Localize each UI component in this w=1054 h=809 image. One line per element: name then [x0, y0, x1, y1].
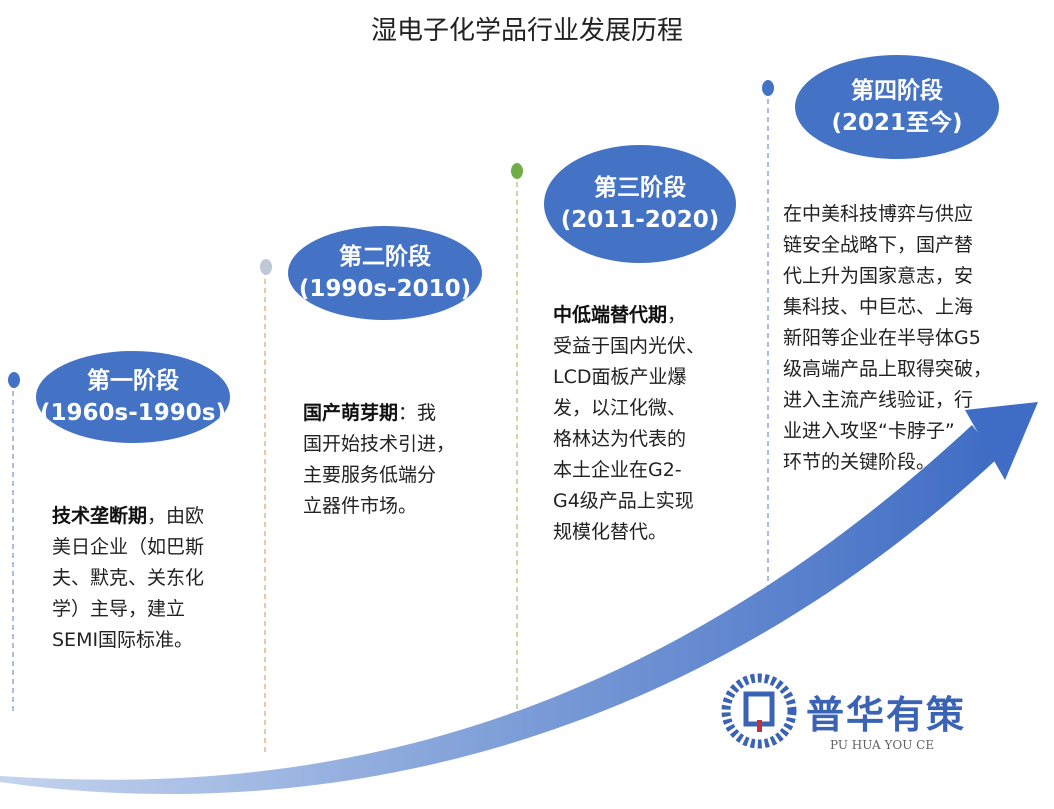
- stage-2-description: 国产萌芽期：我国开始技术引进， 主要服务低端分立器件市场。: [303, 398, 455, 522]
- stage-2-badge: 第二阶段 (1990s-2010): [288, 226, 482, 320]
- stage-period: (1990s-2010): [298, 276, 472, 302]
- description-text: ，由欧: [147, 505, 205, 527]
- description-line: 在中美科技博弈与供应: [783, 199, 992, 230]
- description-line: 级高端产品上取得突破，: [783, 354, 992, 385]
- description-line: 受益于国内光伏、: [553, 331, 705, 362]
- description-text: 发，以江化微、: [553, 397, 687, 419]
- description-line: 国产萌芽期：我: [303, 398, 455, 429]
- timeline-dot-2: [260, 259, 272, 275]
- stage-3-description: 中低端替代期， 受益于国内光伏、 LCD面板产业爆发，以江化微、格林达为代表的本土企…: [553, 300, 705, 548]
- description-line: 链安全战略下，国产替: [783, 230, 992, 261]
- description-line: SEMI国际标准。: [52, 625, 204, 656]
- stage-1-badge: 第一阶段 (1960s-1990s): [36, 351, 230, 443]
- stage-4-description: 在中美科技博弈与供应链安全战略下，国产替代上升为国家意志，安集科技、中巨芯、上海…: [783, 199, 992, 478]
- description-text: SEMI国际标准。: [52, 629, 194, 651]
- description-text: 学）主导，建立: [52, 598, 186, 620]
- description-text: 主要服务低端分: [303, 464, 437, 486]
- description-line: 国开始技术引进，: [303, 429, 455, 460]
- timeline-dot-3: [511, 163, 523, 179]
- stage-name: 第二阶段: [339, 244, 431, 270]
- description-text: 规模化替代。: [553, 521, 668, 543]
- watermark-logo: 普华有策 PU HUA YOU CE: [720, 672, 967, 752]
- description-line: LCD面板产业爆: [553, 362, 705, 393]
- description-text: 新阳等企业在半导体G5: [783, 327, 981, 349]
- description-text: 代上升为国家意志，安: [783, 265, 974, 287]
- description-text: G4级产品上实现: [553, 490, 694, 512]
- description-text: 格林达为代表的: [553, 428, 687, 450]
- description-text: 进入主流产线验证，行: [783, 389, 974, 411]
- description-highlight: 国产萌芽期: [303, 402, 399, 424]
- stage-period: (1960s-1990s): [40, 400, 226, 426]
- description-text: 链安全战略下，国产替: [783, 234, 974, 256]
- logo-emblem-icon: [721, 673, 797, 749]
- description-line: 代上升为国家意志，安: [783, 261, 992, 292]
- description-highlight: 技术垄断期: [52, 505, 148, 527]
- growth-arrow-head: [965, 402, 1038, 480]
- stage-period: (2011-2020): [560, 207, 720, 233]
- description-text: 级高端产品上取得突破，: [783, 358, 993, 380]
- stage-4-badge: 第四阶段 (2021至今): [795, 55, 999, 159]
- description-line: 美日企业（如巴斯: [52, 532, 204, 563]
- description-line: 中低端替代期，: [553, 300, 705, 331]
- description-text: 在中美科技博弈与供应: [783, 203, 974, 225]
- watermark-name: 普华有策: [806, 692, 967, 737]
- description-text: 业进入攻坚“卡脖子”: [783, 420, 955, 442]
- description-text: 本土企业在G2-: [553, 459, 682, 481]
- timeline-dot-1: [8, 372, 20, 388]
- description-line: 业进入攻坚“卡脖子”: [783, 416, 992, 447]
- description-text: 环节的关键阶段。: [783, 451, 936, 473]
- stage-name: 第四阶段: [851, 78, 943, 104]
- description-line: 主要服务低端分: [303, 460, 455, 491]
- description-text: 国开始技术引进，: [303, 433, 456, 455]
- description-line: 集科技、中巨芯、上海: [783, 292, 992, 323]
- description-text: 立器件市场。: [303, 495, 418, 517]
- description-line: 新阳等企业在半导体G5: [783, 323, 992, 354]
- description-line: G4级产品上实现: [553, 486, 705, 517]
- description-line: 格林达为代表的: [553, 424, 705, 455]
- diagram-title: 湿电子化学品行业发展历程: [370, 16, 683, 46]
- growth-arrow-body: [0, 425, 998, 795]
- description-line: 规模化替代。: [553, 517, 705, 548]
- description-line: 本土企业在G2-: [553, 455, 705, 486]
- description-highlight: 中低端替代期: [553, 304, 668, 326]
- description-text: 美日企业（如巴斯: [52, 536, 205, 558]
- description-text: ，: [667, 304, 687, 326]
- watermark-subtitle: PU HUA YOU CE: [830, 738, 935, 752]
- description-line: 立器件市场。: [303, 491, 455, 522]
- description-line: 学）主导，建立: [52, 594, 204, 625]
- description-text: 集科技、中巨芯、上海: [783, 296, 974, 318]
- description-text: 夫、默克、关东化: [52, 567, 205, 589]
- description-text: 受益于国内光伏、: [553, 335, 706, 357]
- description-text: ：我: [398, 402, 437, 424]
- stage-3-badge: 第三阶段 (2011-2020): [544, 145, 736, 263]
- stage-1-description: 技术垄断期，由欧美日企业（如巴斯夫、默克、关东化学）主导，建立 SEMI国际标准。: [52, 501, 204, 656]
- description-line: 技术垄断期，由欧: [52, 501, 204, 532]
- description-line: 发，以江化微、: [553, 393, 705, 424]
- stage-name: 第一阶段: [87, 368, 179, 394]
- description-line: 夫、默克、关东化: [52, 563, 204, 594]
- stage-name: 第三阶段: [594, 175, 686, 201]
- description-line: 进入主流产线验证，行: [783, 385, 992, 416]
- description-text: LCD面板产业爆: [553, 366, 687, 388]
- stage-period: (2021至今): [831, 110, 963, 136]
- timeline-dot-4: [762, 80, 774, 96]
- description-line: 环节的关键阶段。: [783, 447, 992, 478]
